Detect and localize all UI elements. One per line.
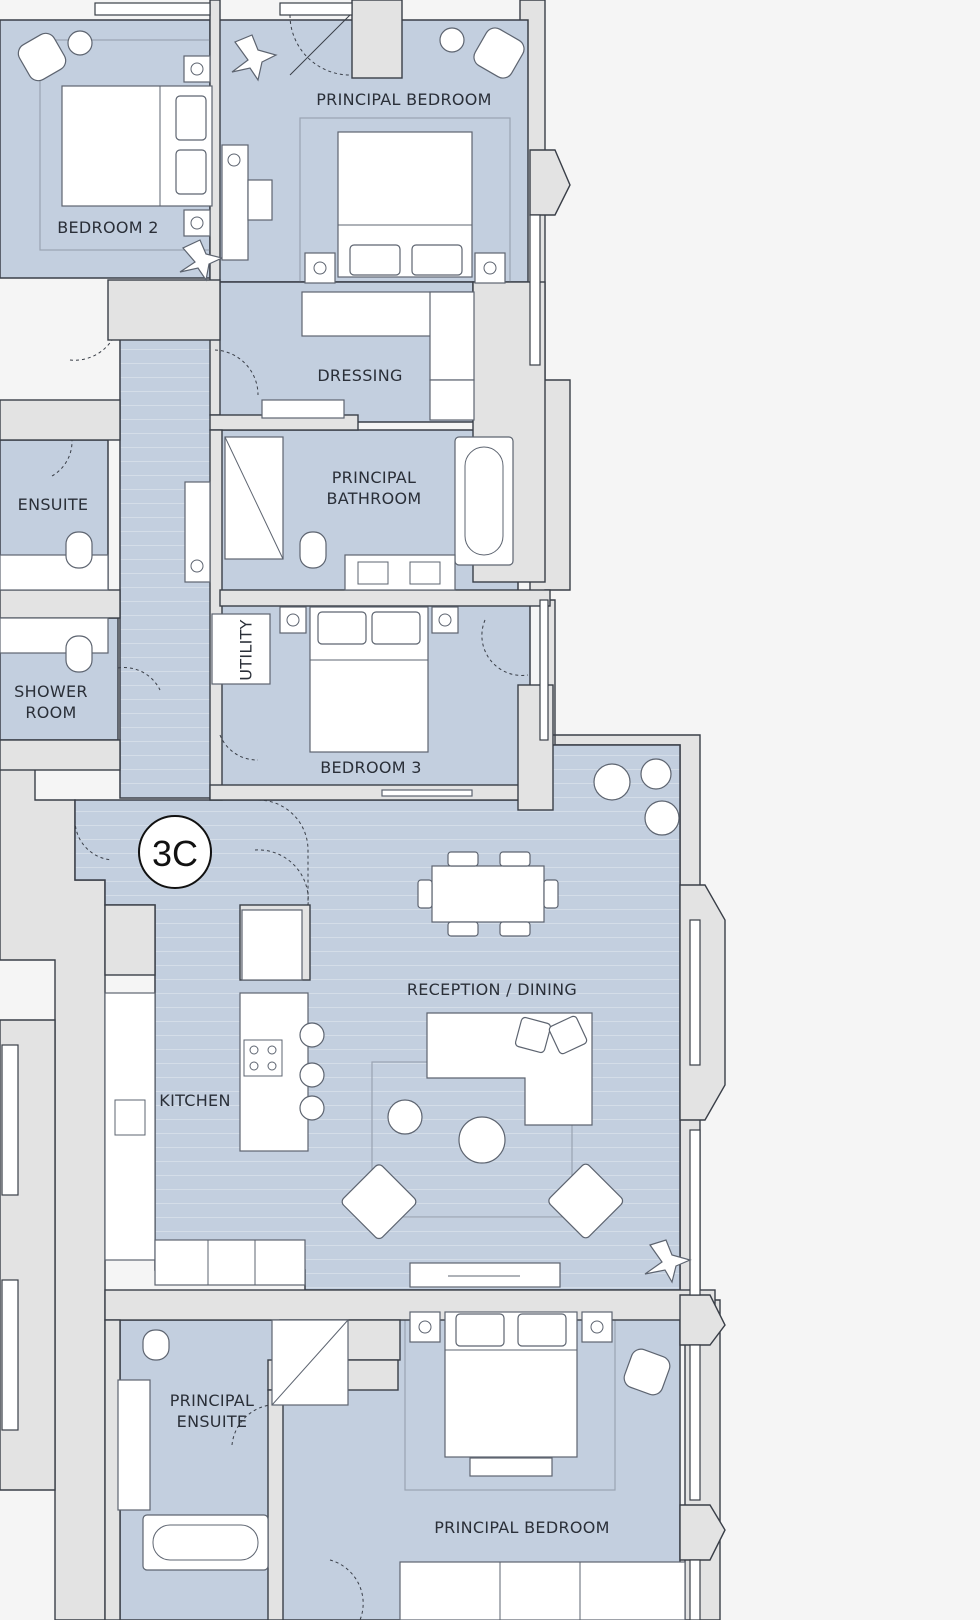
label-kitchen: KITCHEN: [159, 1091, 230, 1110]
label-principal-ensuite-line1: PRINCIPAL: [170, 1391, 255, 1410]
label-utility: UTILITY: [237, 619, 256, 680]
label-bedroom-3: BEDROOM 3: [320, 758, 421, 777]
label-principal-bedroom-top: PRINCIPAL BEDROOM: [316, 90, 492, 109]
label-principal-bathroom-line1: PRINCIPAL: [332, 468, 417, 487]
label-principal-bathroom-line2: BATHROOM: [327, 489, 422, 508]
window-left-2: [1, 1279, 19, 1431]
label-shower-room-line1: SHOWER: [14, 682, 88, 701]
unit-badge-text: 3C: [152, 833, 198, 874]
doors: [51, 14, 529, 1620]
label-reception-dining: RECEPTION / DINING: [407, 980, 577, 999]
windows: [94, 2, 701, 1620]
label-bedroom-2: BEDROOM 2: [57, 218, 158, 237]
label-ensuite: ENSUITE: [18, 495, 89, 514]
label-principal-ensuite-line2: ENSUITE: [177, 1412, 248, 1431]
label-principal-bedroom-bottom: PRINCIPAL BEDROOM: [434, 1518, 610, 1537]
label-dressing: DRESSING: [317, 366, 402, 385]
furniture: [0, 27, 692, 1620]
unit-badge-circle: [138, 815, 212, 889]
exterior-walls: [0, 0, 721, 1620]
unit-badge: 3C: [138, 815, 212, 889]
label-shower-room-line2: ROOM: [25, 703, 76, 722]
room-labels: PRINCIPAL BEDROOM BEDROOM 2 DRESSING ENS…: [14, 90, 610, 1537]
window-left-1: [1, 1044, 19, 1196]
